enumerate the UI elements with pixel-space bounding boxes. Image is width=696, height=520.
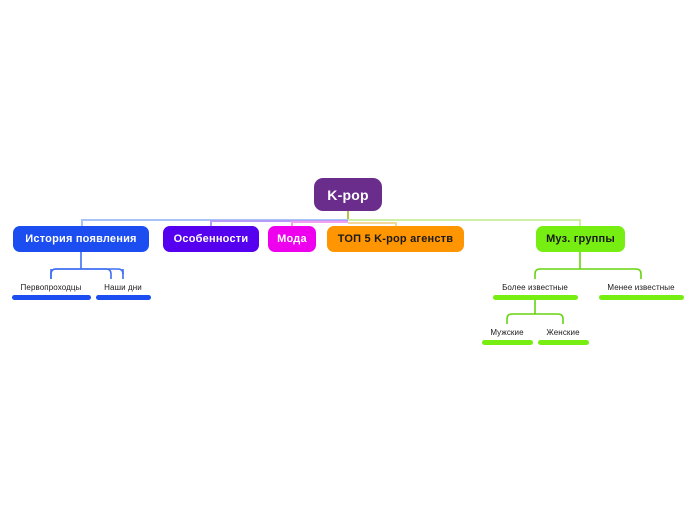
node-label: История появления: [25, 233, 137, 245]
leaf-label: Более известные: [502, 283, 568, 292]
node-label: Особенности: [173, 233, 249, 245]
leaf-underline-bar: [11, 295, 91, 300]
leaf-pervoprokhodtsy[interactable]: Первопроходцы: [11, 283, 91, 300]
leaf-underline-bar: [95, 295, 151, 300]
leaf-bolee-izvestnye[interactable]: Более известные: [492, 283, 578, 300]
connector-groups-bracket: [534, 268, 642, 279]
node-top-5-kpop-agenstv[interactable]: ТОП 5 K-pop агенств: [327, 226, 464, 252]
leaf-label: Менее известные: [607, 283, 675, 292]
leaf-underline-bar: [598, 295, 684, 300]
connector-root-to-groups: [348, 219, 581, 226]
node-root-kpop[interactable]: K-pop: [314, 178, 382, 211]
leaf-label: Мужские: [490, 328, 524, 337]
node-istoriya-poyavleniya[interactable]: История появления: [13, 226, 149, 252]
node-muz-gruppy[interactable]: Муз. группы: [536, 226, 625, 252]
node-label: ТОП 5 K-pop агенств: [337, 233, 454, 245]
node-osobennosti[interactable]: Особенности: [163, 226, 259, 252]
connector-history-bracket: [50, 268, 112, 279]
leaf-underline-bar: [481, 340, 533, 345]
leaf-nashi-dni[interactable]: Наши дни: [95, 283, 151, 300]
node-root-label: K-pop: [327, 186, 369, 203]
node-label: Муз. группы: [546, 233, 615, 245]
leaf-zhenskie[interactable]: Женские: [537, 328, 589, 345]
node-label: Мода: [277, 233, 307, 245]
leaf-menee-izvestnye[interactable]: Менее известные: [598, 283, 684, 300]
leaf-label: Женские: [546, 328, 580, 337]
leaf-underline-bar: [492, 295, 578, 300]
leaf-underline-bar: [537, 340, 589, 345]
connector-root-to-agencies: [348, 222, 397, 226]
leaf-muzhskie[interactable]: Мужские: [481, 328, 533, 345]
connector-root-to-fashion: [291, 221, 348, 226]
node-moda[interactable]: Мода: [268, 226, 316, 252]
leaf-label: Наши дни: [104, 283, 142, 292]
connector-more-known-bracket: [506, 313, 564, 324]
leaf-label: Первопроходцы: [20, 283, 82, 292]
connector-history-drops: [50, 269, 124, 279]
connector-history-bracket-outer: [50, 268, 124, 275]
